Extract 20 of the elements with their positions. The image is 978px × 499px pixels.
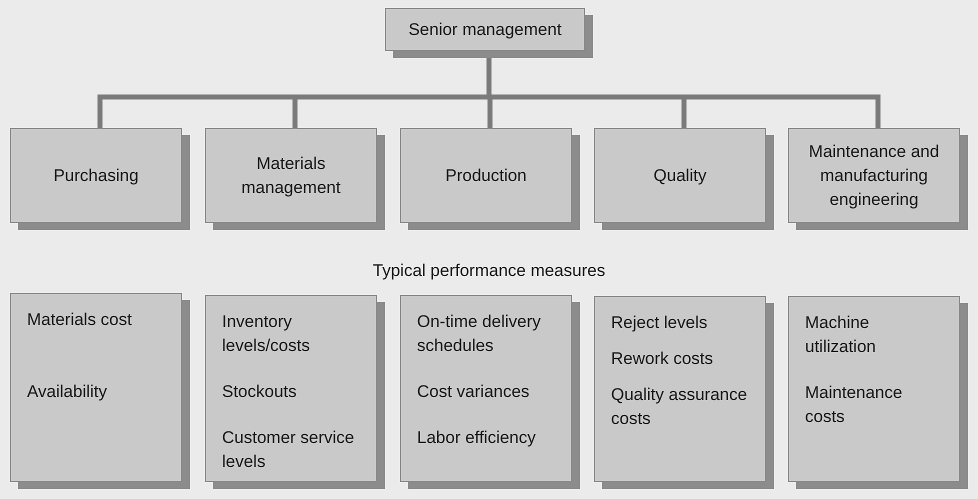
measure-text: Rework costs bbox=[611, 348, 714, 370]
measure-text: Cost variances bbox=[417, 381, 530, 403]
unit-name: Quality bbox=[654, 164, 706, 186]
measure-text: Customer service levels bbox=[222, 427, 356, 473]
measure-text: Reject levels bbox=[611, 312, 708, 334]
unit-name: Production bbox=[445, 164, 527, 186]
measure-text: Maintenance costs bbox=[805, 382, 904, 428]
unit-name: Maintenance and manufacturing engineering bbox=[808, 140, 940, 210]
measure-text: Quality assurance costs bbox=[611, 384, 748, 430]
unit-name: Materials management bbox=[240, 152, 342, 198]
measure-text: Inventory levels/costs bbox=[222, 311, 311, 357]
measure-text: Labor efficiency bbox=[417, 427, 536, 449]
section-heading: Typical performance measures bbox=[372, 260, 606, 282]
measure-text: Availability bbox=[27, 381, 108, 403]
unit-name: Purchasing bbox=[53, 164, 139, 186]
unit-name: Senior management bbox=[408, 18, 562, 40]
measure-text: Machine utilization bbox=[805, 312, 877, 358]
measure-text: Stockouts bbox=[222, 381, 297, 403]
measure-text: Materials cost bbox=[27, 309, 132, 331]
measure-text: On-time delivery schedules bbox=[417, 311, 542, 357]
